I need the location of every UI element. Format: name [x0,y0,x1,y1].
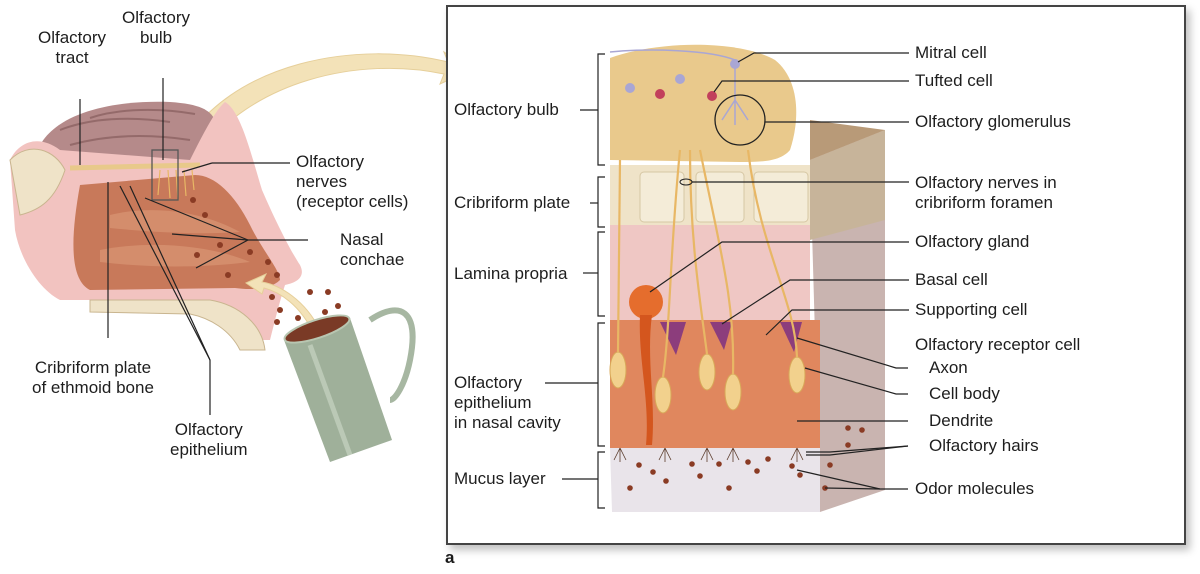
label-line: cribriform foramen [915,193,1053,212]
tufted-cells [655,89,717,101]
palate-bone [89,299,266,351]
label-cribriform-plate-detail: Cribriform plate [454,193,571,212]
mucus [610,448,820,512]
label-line: conchae [340,250,405,269]
label-line: nerves [296,172,348,191]
label-odor-molecules: Odor molecules [915,479,1035,498]
odor-molecules-left [190,197,341,341]
label-line: bulb [139,28,173,47]
label-line: Olfactory [122,8,191,27]
nasal-concha-1 [110,210,240,234]
olfactory-hairs [613,447,804,462]
glomerulus-highlight [714,94,766,146]
label-olfactory-epithelium-detail: Olfactory epithelium in nasal cavity [454,373,561,433]
label-axon: Axon [929,358,968,377]
label-line: Olfactory nerves in [915,173,1057,192]
label-line: Olfactory [174,420,243,439]
label-basal-cell: Basal cell [915,270,988,289]
label-line: epithelium [454,393,532,412]
nasal-concha-2 [100,244,250,267]
coffee-mug [283,307,416,462]
label-line: Olfactory [296,152,365,171]
label-cribriform-plate-ethmoid: Cribriform plate of ethmoid bone [32,358,154,398]
label-lamina-propria: Lamina propria [454,264,568,283]
label-dendrite: Dendrite [929,411,994,430]
olfactory-nerves [157,169,195,201]
label-line: tract [55,48,89,67]
brain [40,101,215,165]
right-leader-lines [649,52,909,490]
label-olfactory-tract: Olfactory tract [38,28,106,68]
label-olfactory-nerves: Olfactory nerves (receptor cells) [296,152,408,212]
bone-blocks [639,171,809,223]
sphenoid-bone [9,148,66,216]
label-line: of ethmoid bone [32,378,154,397]
olfactory-gland [629,285,663,445]
left-brackets [545,53,605,509]
label-line: Cribriform plate [34,358,152,377]
label-line: Olfactory [38,28,107,47]
label-cell-body: Cell body [929,384,1000,403]
label-olfactory-epithelium-left: Olfactory epithelium [170,420,248,460]
olfactory-bulb [610,44,797,162]
label-line: (receptor cells) [296,192,409,211]
label-supporting-cell: Supporting cell [915,300,1028,319]
label-olfactory-glomerulus: Olfactory glomerulus [915,112,1071,131]
zoom-arrow [179,50,446,159]
nasal-cavity-illustration [9,50,446,462]
label-line: Olfactory [454,373,523,392]
label-olfactory-nerves-foramen: Olfactory nerves in cribriform foramen [915,173,1057,213]
label-olfactory-receptor-cell: Olfactory receptor cell [915,335,1081,354]
label-line: in nasal cavity [454,413,561,432]
label-line: epithelium [170,440,248,459]
label-olfactory-hairs: Olfactory hairs [929,436,1039,455]
label-olfactory-gland: Olfactory gland [915,232,1030,251]
panel-letter: a [445,548,455,567]
receptor-cells [609,351,806,414]
bulb-highlight-box [151,149,179,201]
label-mitral-cell: Mitral cell [915,43,987,62]
nerve-fibers [616,149,799,378]
label-mucus-layer: Mucus layer [454,469,546,488]
label-olfactory-bulb-left: Olfactory bulb [122,8,190,48]
left-leader-lines [79,78,308,415]
label-tufted-cell: Tufted cell [915,71,993,90]
label-olfactory-bulb-detail: Olfactory bulb [454,100,559,119]
label-line: Nasal [340,230,384,249]
label-nasal-conchae: Nasal conchae [340,230,404,270]
